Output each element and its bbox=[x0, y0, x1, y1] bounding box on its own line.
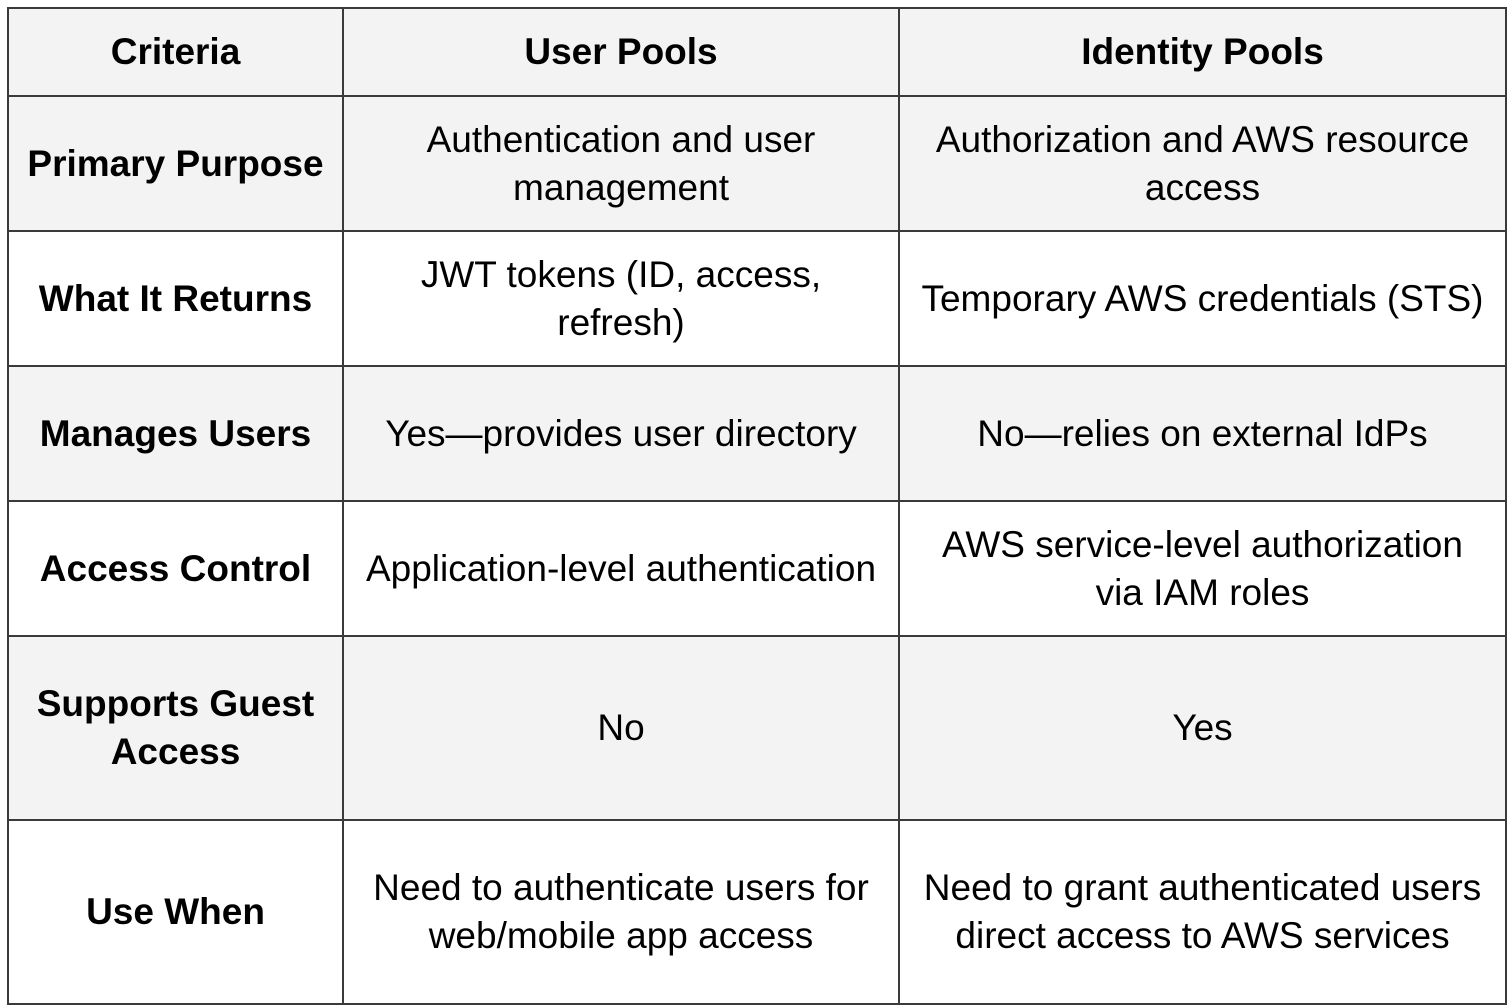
table-row: Supports Guest Access No Yes bbox=[7, 635, 1507, 821]
row-criteria-cell: Access Control bbox=[7, 500, 344, 637]
row-criteria-cell: Supports Guest Access bbox=[7, 635, 344, 821]
table-row: Manages Users Yes—provides user director… bbox=[7, 365, 1507, 502]
header-identity-pools: Identity Pools bbox=[898, 7, 1507, 97]
row-user-pools-cell: JWT tokens (ID, access, refresh) bbox=[342, 230, 900, 367]
row-identity-pools-cell: Authorization and AWS resource access bbox=[898, 95, 1507, 232]
row-identity-pools-cell: Yes bbox=[898, 635, 1507, 821]
header-criteria: Criteria bbox=[7, 7, 344, 97]
table-row: Primary Purpose Authentication and user … bbox=[7, 95, 1507, 232]
row-identity-pools-cell: AWS service-level authorization via IAM … bbox=[898, 500, 1507, 637]
row-user-pools-cell: Application-level authentication bbox=[342, 500, 900, 637]
row-user-pools-cell: Yes—provides user directory bbox=[342, 365, 900, 502]
row-criteria-cell: Manages Users bbox=[7, 365, 344, 502]
table-header-row: Criteria User Pools Identity Pools bbox=[7, 7, 1507, 97]
table-row: Access Control Application-level authent… bbox=[7, 500, 1507, 637]
row-identity-pools-cell: Temporary AWS credentials (STS) bbox=[898, 230, 1507, 367]
row-user-pools-cell: No bbox=[342, 635, 900, 821]
row-user-pools-cell: Authentication and user management bbox=[342, 95, 900, 232]
header-user-pools: User Pools bbox=[342, 7, 900, 97]
row-identity-pools-cell: No—relies on external IdPs bbox=[898, 365, 1507, 502]
row-user-pools-cell: Need to authenticate users for web/mobil… bbox=[342, 819, 900, 1005]
row-criteria-cell: What It Returns bbox=[7, 230, 344, 367]
row-criteria-cell: Primary Purpose bbox=[7, 95, 344, 232]
row-identity-pools-cell: Need to grant authenticated users direct… bbox=[898, 819, 1507, 1005]
comparison-table: Criteria User Pools Identity Pools Prima… bbox=[7, 7, 1507, 1005]
row-criteria-cell: Use When bbox=[7, 819, 344, 1005]
table-row: What It Returns JWT tokens (ID, access, … bbox=[7, 230, 1507, 367]
table-row: Use When Need to authenticate users for … bbox=[7, 819, 1507, 1005]
